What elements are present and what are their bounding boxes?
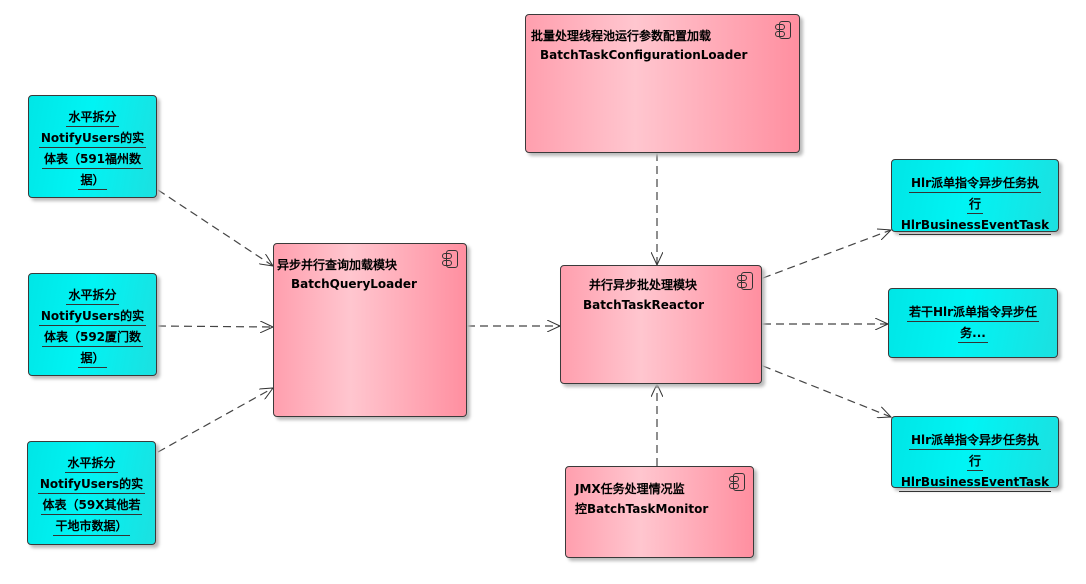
component-name: BatchTaskConfigurationLoader [540, 48, 748, 62]
component-name: BatchTaskReactor [583, 298, 704, 312]
hlr-task-1[interactable]: Hlr派单指令异步任务执 行 HlrBusinessEventTask [891, 159, 1059, 235]
label: 行 [966, 196, 983, 214]
arrow-src1-loader [157, 189, 273, 266]
label: NotifyUsers的实 [37, 476, 146, 494]
label: 水平拆分 [66, 287, 119, 305]
component-icon [775, 21, 791, 39]
label: Hlr派单指令异步任务执 [908, 432, 1042, 450]
arrow-reactor-task1 [763, 230, 891, 278]
source-table-fuzhou[interactable]: 水平拆分 NotifyUsers的实 体表（591福州数 据） [28, 95, 157, 198]
component-title: 批量处理线程池运行参数配置加载 [531, 29, 712, 43]
component-title: JMX任务处理情况监 [575, 482, 685, 496]
label: 若干Hlr派单指令异步任 [906, 304, 1040, 322]
arrow-src2-loader [157, 326, 273, 327]
label: 体表（591福州数 [41, 151, 144, 169]
component-icon [442, 250, 458, 268]
source-table-others[interactable]: 水平拆分 NotifyUsers的实 体表（59X其他若 干地市数据） [27, 441, 156, 545]
batch-task-monitor[interactable]: JMX任务处理情况监 控BatchTaskMonitor [565, 466, 754, 558]
component-name: BatchQueryLoader [291, 277, 417, 291]
label: HlrBusinessEventTask [898, 217, 1052, 235]
batch-task-configuration-loader[interactable]: 批量处理线程池运行参数配置加载 BatchTaskConfigurationLo… [525, 14, 800, 153]
label: 体表（592厦门数 [41, 329, 144, 347]
label: 水平拆分 [66, 109, 119, 127]
source-table-xiamen[interactable]: 水平拆分 NotifyUsers的实 体表（592厦门数 据） [28, 273, 157, 376]
batch-task-reactor[interactable]: 并行异步批处理模块 BatchTaskReactor [560, 265, 762, 384]
component-name: 控BatchTaskMonitor [575, 502, 709, 516]
label: 干地市数据） [53, 518, 130, 536]
arrow-reactor-task3 [763, 366, 891, 417]
label: 体表（59X其他若 [40, 497, 143, 515]
batch-query-loader[interactable]: 异步并行查询加载模块 BatchQueryLoader [273, 243, 467, 417]
hlr-task-3[interactable]: Hlr派单指令异步任务执 行 HlrBusinessEventTask [891, 416, 1059, 492]
label: NotifyUsers的实 [38, 308, 147, 326]
label: 务... [958, 325, 988, 343]
component-icon [737, 272, 753, 290]
arrow-src3-loader [157, 388, 273, 453]
label: NotifyUsers的实 [38, 130, 147, 148]
label: HlrBusinessEventTask [898, 474, 1052, 492]
label: 水平拆分 [65, 455, 118, 473]
component-title: 异步并行查询加载模块 [277, 258, 398, 272]
label: Hlr派单指令异步任务执 [908, 175, 1042, 193]
component-title: 并行异步批处理模块 [589, 278, 698, 292]
label: 行 [966, 453, 983, 471]
hlr-task-2[interactable]: 若干Hlr派单指令异步任 务... [888, 288, 1058, 358]
component-icon [729, 473, 745, 491]
label: 据） [78, 350, 107, 368]
label: 据） [78, 172, 107, 190]
